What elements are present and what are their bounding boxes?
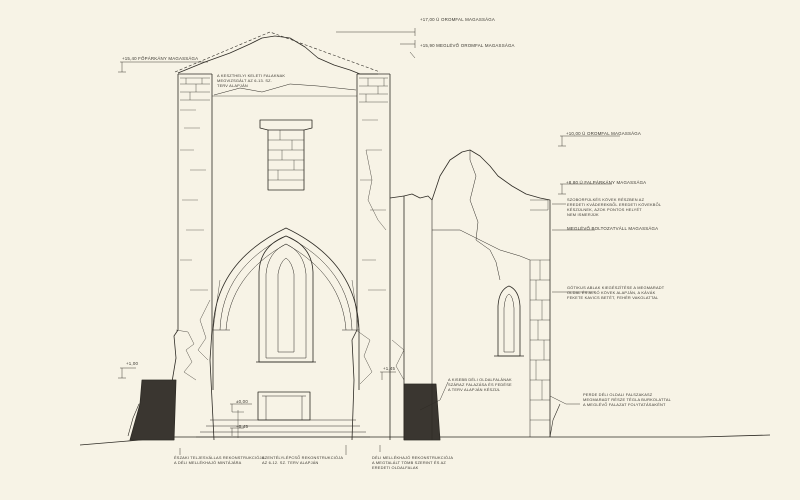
label-buttress-note: A KISEBB DÉLI OLDALFALÁNAK SZÁRAZ FALAZÁ… <box>448 377 512 392</box>
label-top-original: +17,00 Ú OROMFAL MAGASSÁGA <box>420 17 495 22</box>
label-bottom-1: ÉSZAKI TELJESVÁLLAS REKONSTRUKCIÓJA A DÉ… <box>174 455 265 465</box>
label-top-existing: +15,90 MEGLÉVŐ OROMFAL MAGASSÁGA <box>420 43 515 48</box>
sanctuary-steps <box>196 419 370 438</box>
left-tower <box>171 73 215 441</box>
label-left-level: +1,00 <box>126 361 139 366</box>
stone-texture <box>180 109 386 291</box>
south-aisle-wall <box>389 193 433 440</box>
label-center-level: ±0,00 <box>236 399 248 404</box>
label-tower-height: +15,40 FŐPÁRKÁNY MAGASSÁGA <box>122 56 199 61</box>
leader-lines <box>118 28 620 455</box>
center-wall-section <box>403 383 441 441</box>
label-stone-note: SZOBORFÜLKÉS KÖVEK RÉSZBEN AZ EREDETI KV… <box>567 197 662 217</box>
label-east-gable-note: A KESZTHELYI KELETI FALAKNAK MEGVIZSGÁLT… <box>217 73 286 88</box>
label-vault-note: MEGLÉVŐ BOLTOZATVÁLL MAGASSÁGA <box>567 226 659 231</box>
upper-window <box>259 119 313 191</box>
left-wall-section <box>129 379 177 441</box>
main-gable-ruin-outline <box>177 35 378 75</box>
right-tower <box>351 73 391 441</box>
portal-arch <box>212 227 360 390</box>
label-wall-note: PERDE DÉLI OLDALI FALSZAKASZ MEGMARADT R… <box>583 392 672 407</box>
step-dim <box>232 410 244 438</box>
label-chapel-cornice: +8,80 Ú FALPÁRKÁNY MAGASSÁGA <box>566 180 647 185</box>
original-gable-outline <box>174 31 381 73</box>
gable-break-line <box>213 83 357 96</box>
lancet-window <box>256 235 316 363</box>
label-mid-level: +1,45 <box>383 366 396 371</box>
label-window-note: GÓTIKUS ABLAK KIEGÉSZÍTÉSE A MEGMARADT O… <box>567 285 665 300</box>
altar <box>257 391 311 421</box>
label-bottom-3: DÉLI MELLÉKHAJÓ REKONSTRUKCIÓJA A MEGTAL… <box>372 455 454 470</box>
label-chapel-gable: +10,00 Ú OROMFAL MAGASSÁGA <box>566 131 641 136</box>
label-bottom-2: SZENTÉLYLÉPCSŐ REKONSTRUKCIÓJA AZ 6-12. … <box>262 455 344 465</box>
chapel-lancet-window <box>494 285 524 357</box>
label-bottom-level: −0,45 <box>236 424 249 429</box>
side-chapel <box>431 149 551 437</box>
